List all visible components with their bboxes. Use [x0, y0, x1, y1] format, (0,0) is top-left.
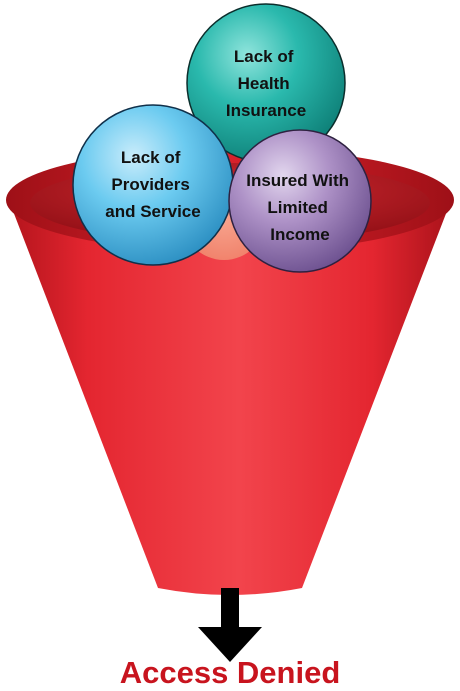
ball-health-insurance-line-3: Insurance [226, 101, 306, 120]
down-arrow-icon [198, 588, 262, 662]
ball-providers-service: Lack of Providers and Service [72, 104, 234, 266]
ball-insured-limited-income: Insured With Limited Income [228, 129, 372, 273]
svg-text:Lack of Health Ins: Lack of Health Insurance [226, 47, 306, 120]
svg-text:Lack of Providers: Lack of Providers and Service [105, 148, 200, 221]
svg-text:Insured With Limited: Insured With Limited Income [246, 171, 354, 244]
ball-providers-service-line-2: Providers [111, 175, 189, 194]
ball-providers-service-line-3: and Service [105, 202, 200, 221]
ball-insured-limited-income-line-2: Limited [267, 198, 327, 217]
ball-health-insurance: Lack of Health Insurance [186, 3, 346, 163]
ball-health-insurance-line-2: Health [238, 74, 290, 93]
ball-insured-limited-income-line-1: Insured With [246, 171, 349, 190]
funnel-body [8, 198, 452, 595]
ball-insured-limited-income-line-3: Income [270, 225, 330, 244]
ball-providers-service-line-1: Lack of [121, 148, 181, 167]
result-label: Access Denied [120, 655, 341, 690]
ball-health-insurance-line-1: Lack of [234, 47, 294, 66]
